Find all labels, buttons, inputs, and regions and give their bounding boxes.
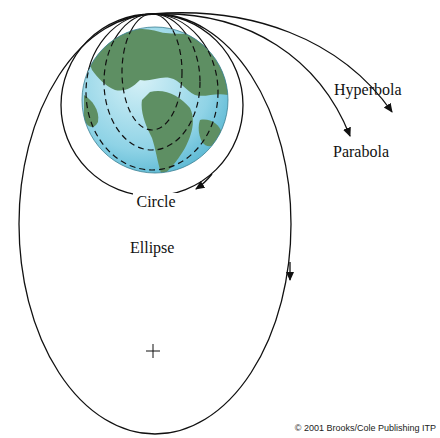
- orbit-label: Ellipse: [130, 239, 174, 257]
- parabolic-path: [152, 14, 350, 136]
- orbit-arrow: [289, 262, 290, 280]
- orbit-label: Parabola: [333, 143, 389, 161]
- elliptical-orbit: [19, 14, 291, 434]
- orbit-label: Circle: [133, 193, 178, 211]
- earth: [82, 27, 228, 176]
- focus-mark: [146, 344, 160, 358]
- orbit-arrow: [196, 174, 212, 189]
- copyright-note: © 2001 Brooks/Cole Publishing ITP: [295, 424, 436, 434]
- orbit-label: Hyperbola: [334, 81, 402, 99]
- suborbital-trajectories: [86, 14, 218, 170]
